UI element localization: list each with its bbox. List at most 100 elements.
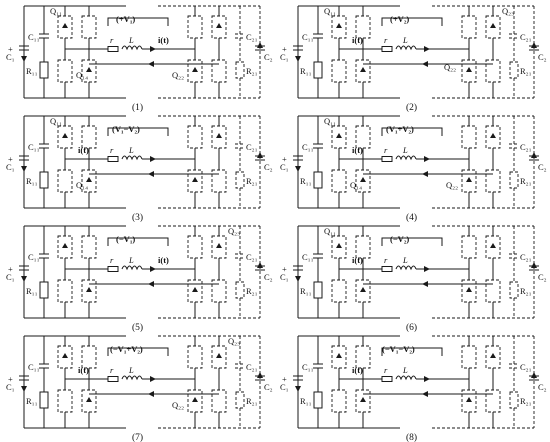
label-c2: C₂: [264, 52, 273, 62]
voltage-label: (V₁−V₂): [112, 124, 140, 134]
label-c1: C₁: [6, 162, 15, 172]
plus-sign: +: [282, 44, 287, 54]
label-c21: C₂₁: [246, 362, 258, 372]
label-c11: C₁₁: [28, 32, 40, 42]
label-r: r: [110, 145, 114, 155]
panel-caption: (6): [406, 322, 417, 333]
svg-text:+: +: [8, 44, 13, 54]
label-r21: R₂₁: [520, 286, 532, 296]
label-c21: C₂₁: [520, 32, 532, 42]
switch-label: Q₂₃: [502, 6, 514, 16]
label-c11: C₁₁: [302, 142, 314, 152]
label-current: i(t): [158, 35, 169, 45]
label-r21: R₂₁: [520, 66, 532, 76]
label-r11: R₁₁: [300, 286, 312, 296]
plus-sign: +: [8, 374, 13, 384]
voltage-label: (+V₂): [390, 14, 409, 24]
label-l: L: [128, 365, 134, 375]
voltage-label: (−V₁): [116, 234, 135, 244]
label-current: i(t): [78, 145, 89, 155]
label-c2: C₂: [538, 52, 547, 62]
label-c11: C₁₁: [302, 32, 314, 42]
label-current: i(t): [352, 365, 363, 375]
label-current: i(t): [78, 365, 89, 375]
panel-caption: (7): [132, 432, 143, 442]
label-c2: C₂: [538, 162, 547, 172]
label-c2: C₂: [538, 382, 547, 392]
label-c21: C₂₁: [246, 142, 258, 152]
voltage-label: (−V₂): [390, 234, 409, 244]
label-c1: C₁: [6, 52, 15, 62]
label-r11: R₁₁: [26, 66, 38, 76]
switch-label: Q₁₁: [324, 116, 336, 126]
label-l: L: [402, 365, 408, 375]
label-r: r: [384, 35, 388, 45]
label-r21: R₂₁: [246, 176, 258, 186]
panel-caption: (4): [406, 212, 417, 223]
label-r11: R₁₁: [300, 66, 312, 76]
voltage-label: (V₁+V₂): [386, 124, 414, 134]
switch-label: Q₁₁: [50, 116, 62, 126]
plus-sign: +: [282, 374, 287, 384]
plus-sign: +: [8, 154, 13, 164]
label-c11: C₁₁: [302, 252, 314, 262]
switch-label: Q₂₂: [444, 62, 456, 72]
label-c21: C₂₁: [246, 252, 258, 262]
label-c21: C₂₁: [520, 362, 532, 372]
panel-4: + C₁ C₁₁ R₁₁ C₂₁ R₂₁ C₂ r L i(t) (V₁+V₂)…: [280, 115, 547, 223]
label-r: r: [110, 255, 114, 265]
panel-caption: (3): [132, 212, 143, 223]
label-l: L: [402, 35, 408, 45]
label-r: r: [384, 365, 388, 375]
label-r11: R₁₁: [300, 176, 312, 186]
label-c11: C₁₁: [28, 142, 40, 152]
panel-caption: (5): [132, 322, 143, 333]
label-c11: C₁₁: [28, 252, 40, 262]
plus-sign: +: [8, 264, 13, 274]
label-r11: R₁₁: [26, 286, 38, 296]
voltage-label: (+V₁): [116, 14, 135, 24]
switch-label: Q₁₄: [350, 180, 362, 190]
switch-label: Q₁₁: [324, 226, 336, 236]
voltage-label: (−V₁−V₂): [382, 344, 415, 354]
label-c1: C₁: [280, 382, 289, 392]
label-c21: C₂₁: [246, 32, 258, 42]
label-c21: C₂₁: [520, 252, 532, 262]
label-c2: C₂: [264, 272, 273, 282]
label-c2: C₂: [264, 162, 273, 172]
label-l: L: [128, 255, 134, 265]
panel-5: + C₁ C₁₁ R₁₁ C₂₁ R₂₁ C₂ r L i(t) (−V₁) Q…: [6, 225, 273, 333]
panel-2: + C₁ C₁₁ R₁₁ C₂₁ R₂₁ C₂ r L i(t) (+V₂) Q…: [280, 5, 547, 113]
label-c1: C₁: [280, 52, 289, 62]
label-current: i(t): [352, 255, 363, 265]
label-r: r: [110, 365, 114, 375]
panel-caption: (8): [406, 432, 417, 442]
label-r21: R₂₁: [246, 286, 258, 296]
label-r: r: [384, 145, 388, 155]
panel-caption: (2): [406, 102, 417, 113]
panel-6: + C₁ C₁₁ R₁₁ C₂₁ R₂₁ C₂ r L i(t) (−V₂) Q…: [280, 225, 547, 333]
label-c1: C₁: [280, 272, 289, 282]
switch-label: Q₂₂: [172, 70, 184, 80]
switch-label: Q₁₄: [76, 70, 88, 80]
label-r: r: [384, 255, 388, 265]
label-c2: C₂: [538, 272, 547, 282]
label-l: L: [402, 255, 408, 265]
panel-7: + C₁ C₁₁ R₁₁ C₂₁ R₂₁ C₂ r L i(t) (−V₁+V₂…: [6, 335, 273, 442]
label-l: L: [402, 145, 408, 155]
label-current: i(t): [158, 255, 169, 265]
plus-sign: +: [282, 264, 287, 274]
switch-label: Q₂₃: [228, 336, 240, 346]
label-r11: R₁₁: [26, 176, 38, 186]
switch-label: Q₁₄: [76, 180, 88, 190]
label-r11: R₁₁: [26, 396, 38, 406]
label-c1: C₁: [6, 272, 15, 282]
label-l: L: [128, 35, 134, 45]
panel-8: + C₁ C₁₁ R₁₁ C₂₁ R₂₁ C₂ r L i(t) (−V₁−V₂…: [280, 335, 547, 442]
voltage-label: (−V₁+V₂): [110, 344, 143, 354]
label-r21: R₂₁: [246, 66, 258, 76]
switch-label: Q₂₂: [446, 180, 458, 190]
label-l: L: [128, 145, 134, 155]
label-r21: R₂₁: [246, 396, 258, 406]
